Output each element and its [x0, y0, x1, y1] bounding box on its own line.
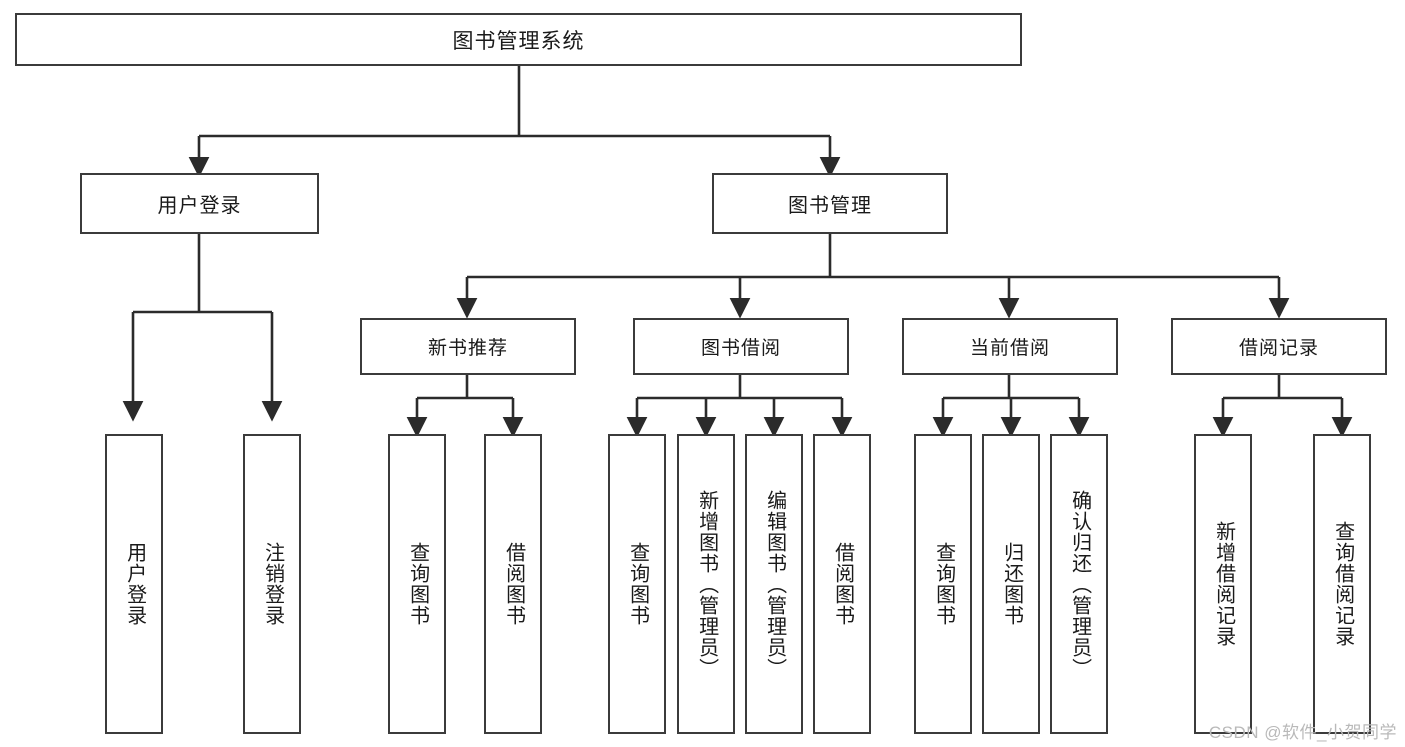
- node-label: 归还图书: [1000, 542, 1023, 626]
- node-label: 借阅记录: [1238, 338, 1319, 359]
- node-label: 当前借阅: [969, 338, 1050, 359]
- node-new-book-recommend[interactable]: 新书推荐: [360, 318, 576, 375]
- node-label: 图书借阅: [700, 338, 781, 359]
- node-label: 查询图书: [932, 542, 955, 626]
- watermark: CSDN @软件_小贺同学: [1208, 723, 1397, 742]
- node-label: 新增图书（管理员）: [695, 489, 718, 679]
- leaf-query-borrow-record[interactable]: 查询借阅记录: [1313, 434, 1371, 734]
- node-label: 注销登录: [261, 542, 284, 626]
- node-label: 查询借阅记录: [1331, 521, 1354, 647]
- node-label: 新增借阅记录: [1212, 521, 1235, 647]
- node-label: 查询图书: [626, 542, 649, 626]
- leaf-add-borrow-record[interactable]: 新增借阅记录: [1194, 434, 1252, 734]
- leaf-query-book-borrow[interactable]: 查询图书: [608, 434, 666, 734]
- node-borrow-record[interactable]: 借阅记录: [1171, 318, 1387, 375]
- node-label: 借阅图书: [831, 542, 854, 626]
- node-user-login[interactable]: 用户登录: [80, 173, 319, 234]
- node-root-system[interactable]: 图书管理系统: [15, 13, 1022, 66]
- leaf-user-login[interactable]: 用户登录: [105, 434, 163, 734]
- node-label: 新书推荐: [427, 338, 508, 359]
- node-book-management[interactable]: 图书管理: [712, 173, 948, 234]
- node-label: 借阅图书: [502, 542, 525, 626]
- leaf-edit-book-admin[interactable]: 编辑图书（管理员）: [745, 434, 803, 734]
- leaf-confirm-return-admin[interactable]: 确认归还（管理员）: [1050, 434, 1108, 734]
- node-label: 图书管理系统: [452, 29, 585, 53]
- leaf-query-book-current[interactable]: 查询图书: [914, 434, 972, 734]
- node-label: 查询图书: [406, 542, 429, 626]
- node-book-borrow[interactable]: 图书借阅: [633, 318, 849, 375]
- leaf-user-logout[interactable]: 注销登录: [243, 434, 301, 734]
- node-label: 图书管理: [788, 195, 872, 217]
- leaf-return-book[interactable]: 归还图书: [982, 434, 1040, 734]
- leaf-borrow-book[interactable]: 借阅图书: [813, 434, 871, 734]
- node-label: 用户登录: [157, 195, 242, 217]
- node-label: 确认归还（管理员）: [1068, 489, 1091, 679]
- node-label: 用户登录: [123, 542, 146, 626]
- leaf-query-book-recommend[interactable]: 查询图书: [388, 434, 446, 734]
- leaf-borrow-book-recommend[interactable]: 借阅图书: [484, 434, 542, 734]
- leaf-add-book-admin[interactable]: 新增图书（管理员）: [677, 434, 735, 734]
- node-current-borrow[interactable]: 当前借阅: [902, 318, 1118, 375]
- node-label: 编辑图书（管理员）: [763, 489, 786, 679]
